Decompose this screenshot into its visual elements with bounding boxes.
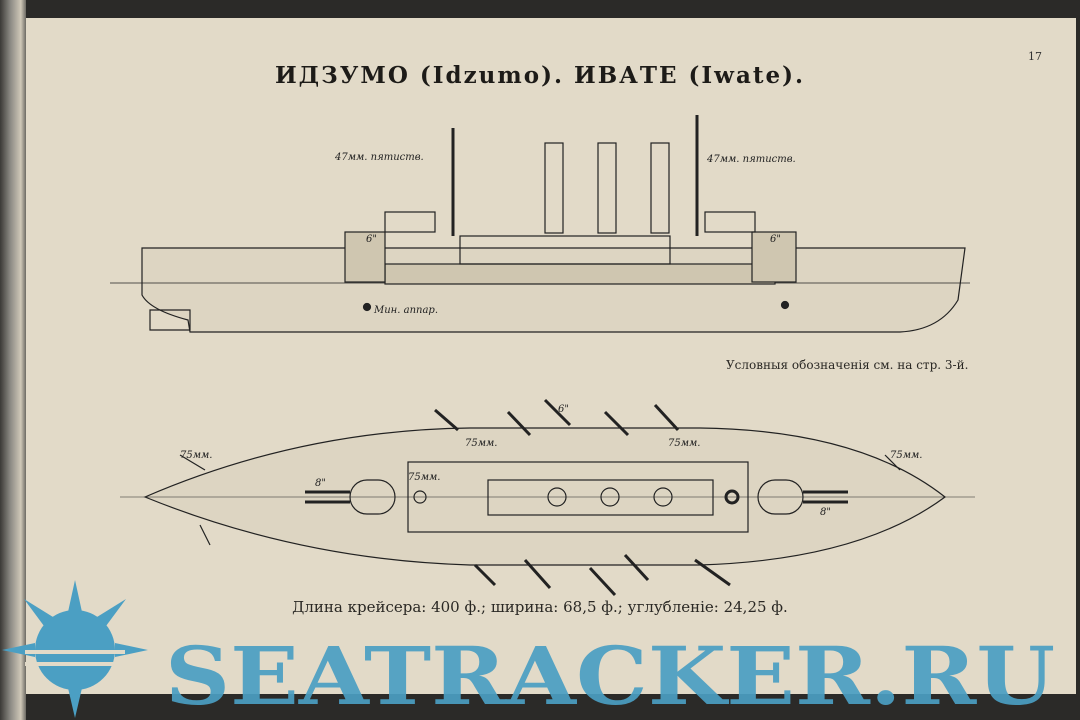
label-75mm-3: 75мм. [408, 472, 441, 483]
label-6in-side-2: 6" [770, 234, 781, 245]
label-6in-plan: 6" [558, 404, 569, 415]
label-torpedo: Мин. аппар. [373, 305, 438, 316]
side-view [110, 115, 970, 333]
label-75mm-1: 75мм. [465, 438, 498, 449]
legend-note: Условныя обозначенія см. на стр. 3-й. [726, 358, 969, 372]
label-6in-side: 6" [366, 234, 377, 245]
plan-view [120, 398, 975, 597]
book-spine [0, 0, 26, 720]
label-47mm-right: 47мм. пятиств. [706, 154, 796, 165]
page-number: 17 [1028, 50, 1042, 63]
page [26, 18, 1076, 694]
watermark-text: SEATRACKER.RU [165, 629, 1055, 720]
label-75mm-bow: 75мм. [180, 450, 213, 461]
label-8in-fwd: 8" [315, 478, 326, 489]
watermark-logo [2, 580, 148, 718]
label-47mm-left: 47мм. пятиств. [334, 152, 424, 163]
label-75mm-stern: 75мм. [890, 450, 923, 461]
page-title: ИДЗУМО (Idzumo). ИВАТЕ (Iwate). [274, 62, 806, 89]
label-8in-aft: 8" [820, 507, 831, 518]
ship-dimensions: Длина крейсера: 400 ф.; ширина: 68,5 ф.;… [292, 598, 788, 616]
label-75mm-2: 75мм. [668, 438, 701, 449]
